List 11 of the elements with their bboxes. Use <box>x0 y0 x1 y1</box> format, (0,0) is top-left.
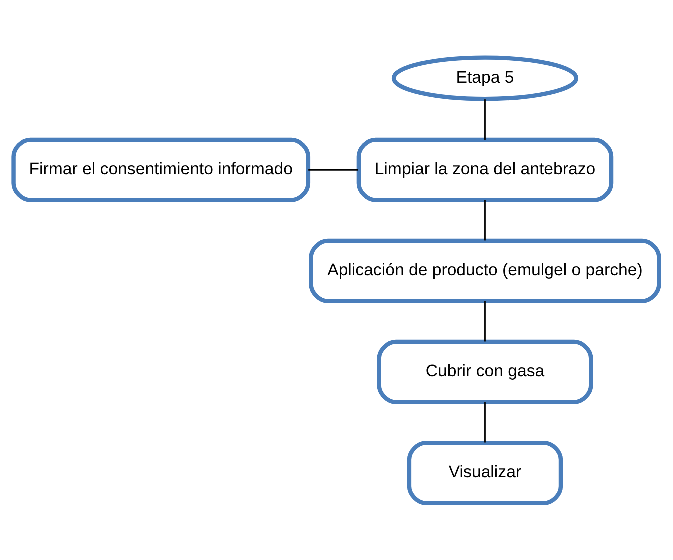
connector <box>484 402 486 442</box>
node-box: Limpiar la zona del antebrazo <box>356 137 614 202</box>
node-ellipse: Etapa 5 <box>392 55 579 101</box>
connector <box>484 99 486 140</box>
node-box: Firmar el consentimiento informado <box>12 137 311 202</box>
connector <box>308 168 358 170</box>
node-box: Cubrir con gasa <box>377 339 594 404</box>
node-box: Aplicación de producto (emulgel o parche) <box>309 238 662 303</box>
connector <box>484 301 486 342</box>
connector <box>484 200 486 240</box>
node-box: Visualizar <box>407 440 564 505</box>
